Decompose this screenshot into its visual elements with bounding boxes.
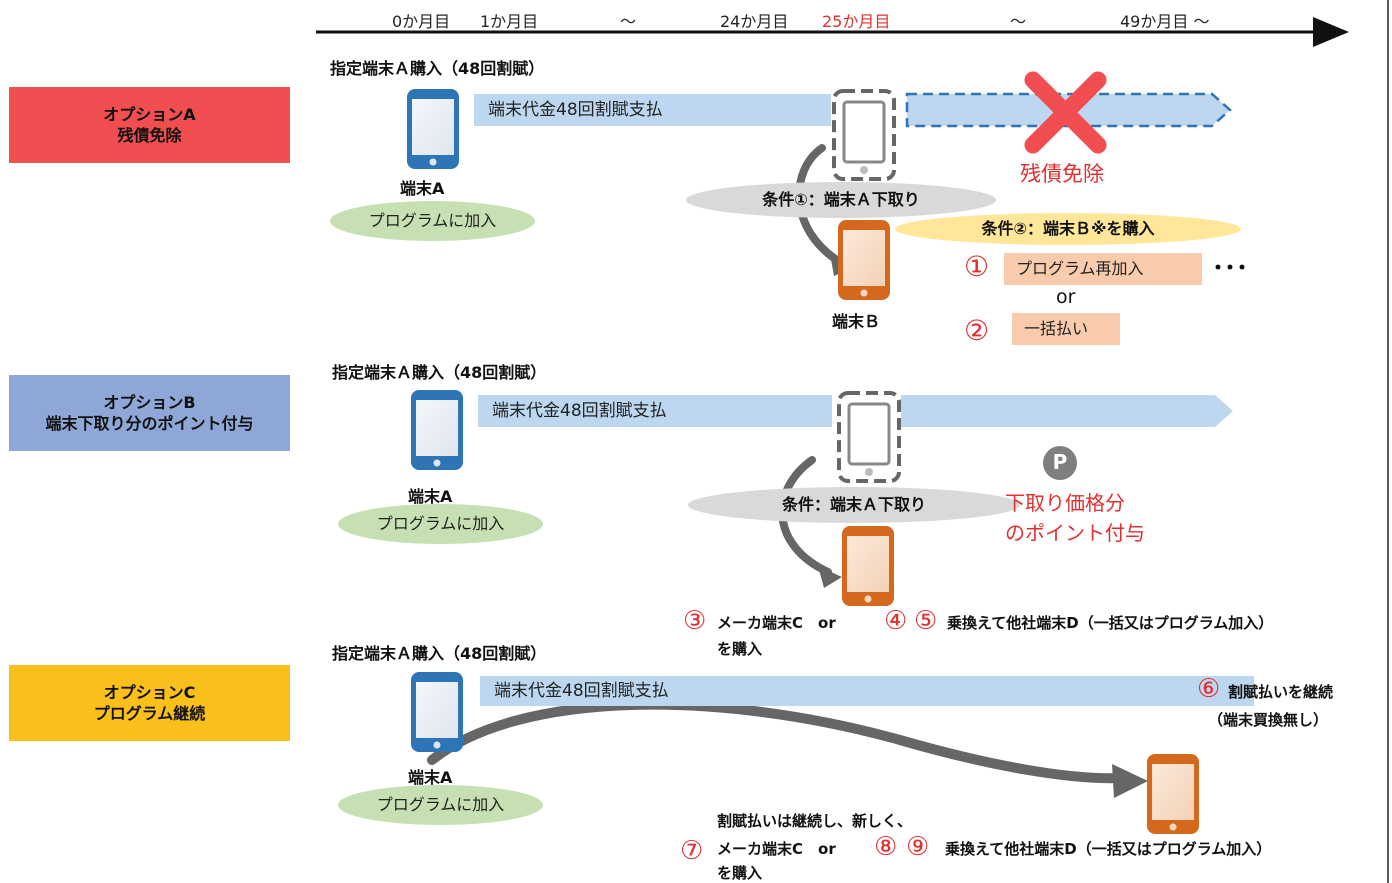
payment-band-a: 端末代金48回割賦支払 xyxy=(474,94,831,126)
phone-c-icon-b xyxy=(842,526,894,606)
installments-note: 割賦払いは継続し、新しく、 xyxy=(717,812,913,830)
continue-installments-label: 割賦払いを継続 xyxy=(1228,683,1334,701)
condition-1-ellipse: 条件①：端末Ａ下取り xyxy=(686,182,996,218)
switch-label-c: 乗換えて他社端末D（一括又はプログラム加入） xyxy=(945,840,1272,858)
choice-2-number: ② xyxy=(964,314,990,347)
payment-band-b: 端末代金48回割賦支払 xyxy=(478,395,832,427)
choice-1-box: プログラム再加入 xyxy=(1004,253,1202,285)
device-b-label: 端末Ｂ xyxy=(832,312,881,331)
section-a-heading: 指定端末Ａ購入（48回割賦） xyxy=(330,59,545,78)
option-5-number: ⑤ xyxy=(914,606,938,636)
option-a-title: オプションA xyxy=(103,105,196,124)
buy-label-c: を購入 xyxy=(717,864,763,882)
choice-1-number: ① xyxy=(964,250,990,283)
points-icon-label: P xyxy=(1052,450,1068,474)
phone-b-icon xyxy=(838,220,890,300)
timeline-month-25: 25か月目 xyxy=(822,12,891,31)
timeline-tilde-2: ～ xyxy=(1010,12,1027,31)
timeline-month-0: 0か月目 xyxy=(392,12,451,31)
payment-band-c: 端末代金48回割賦支払 xyxy=(480,676,1254,706)
choice-2-box: 一括払い xyxy=(1012,313,1120,345)
phone-a-icon-c xyxy=(411,672,463,752)
program-join-ellipse: プログラムに加入 xyxy=(330,201,535,241)
phone-a-icon xyxy=(407,89,459,169)
points-description: 下取り価格分 のポイント付与 xyxy=(1005,488,1145,548)
phone-a-icon-b xyxy=(411,390,463,470)
timeline-tilde-1: ～ xyxy=(620,12,637,31)
option-6-number: ⑥ xyxy=(1197,674,1221,704)
option-a-subtitle: 残債免除 xyxy=(117,126,182,145)
device-a-label: 端末A xyxy=(400,179,445,198)
option-9-number: ⑨ xyxy=(906,832,930,862)
option-c-title: オプションC xyxy=(103,683,196,702)
option-8-number: ⑧ xyxy=(874,832,898,862)
device-a-label-b: 端末A xyxy=(408,487,453,506)
program-join-ellipse-b: プログラムに加入 xyxy=(338,504,543,544)
option-4-number: ④ xyxy=(884,606,908,636)
maker-c-label-b: メーカ端末C or xyxy=(717,614,836,632)
option-a-box: オプションA 残債免除 xyxy=(9,87,290,163)
traded-phone-a-icon-b xyxy=(837,391,901,483)
debt-waived-label: 残債免除 xyxy=(1020,162,1104,186)
maker-c-label-c: メーカ端末C or xyxy=(717,840,836,858)
debt-waived-x-icon xyxy=(1024,71,1107,154)
timeline-month-24: 24か月目 xyxy=(720,12,789,31)
choice-or: or xyxy=(1056,286,1076,308)
device-a-label-c: 端末A xyxy=(408,768,453,787)
section-b-heading: 指定端末Ａ購入（48回割賦） xyxy=(332,363,547,382)
condition-b-ellipse: 条件：端末Ａ下取り xyxy=(688,487,1020,523)
option-b-subtitle: 端末下取り分のポイント付与 xyxy=(45,414,254,433)
points-icon xyxy=(1043,446,1077,480)
program-join-ellipse-c: プログラムに加入 xyxy=(338,785,543,825)
timeline-month-49: 49か月目 ～ xyxy=(1120,12,1210,31)
payment-band-b-extension xyxy=(901,395,1233,427)
option-7-number: ⑦ xyxy=(680,836,704,866)
option-b-box: オプションB 端末下取り分のポイント付与 xyxy=(9,375,290,451)
timeline-month-1: 1か月目 xyxy=(480,12,539,31)
option-c-box: オプションC プログラム継続 xyxy=(9,665,290,741)
points-line-2: のポイント付与 xyxy=(1005,521,1145,545)
points-line-1: 下取り価格分 xyxy=(1005,491,1125,515)
section-c-heading: 指定端末Ａ購入（48回割賦） xyxy=(332,644,547,663)
phone-c-icon-c xyxy=(1147,754,1199,834)
option-3-number: ③ xyxy=(683,606,707,636)
switch-arrow-c xyxy=(427,699,1125,784)
no-replacement-label: （端末買換無し） xyxy=(1208,711,1329,729)
ellipsis-dots: ･･･ xyxy=(1212,254,1248,282)
traded-phone-a-icon xyxy=(832,89,896,181)
option-c-subtitle: プログラム継続 xyxy=(93,704,206,723)
option-b-title: オプションB xyxy=(103,393,196,412)
switch-label-b: 乗換えて他社端末D（一括又はプログラム加入） xyxy=(947,614,1274,632)
condition-2-ellipse: 条件②：端末Ｂ※を購入 xyxy=(895,213,1241,245)
buy-label-b: を購入 xyxy=(717,640,763,658)
